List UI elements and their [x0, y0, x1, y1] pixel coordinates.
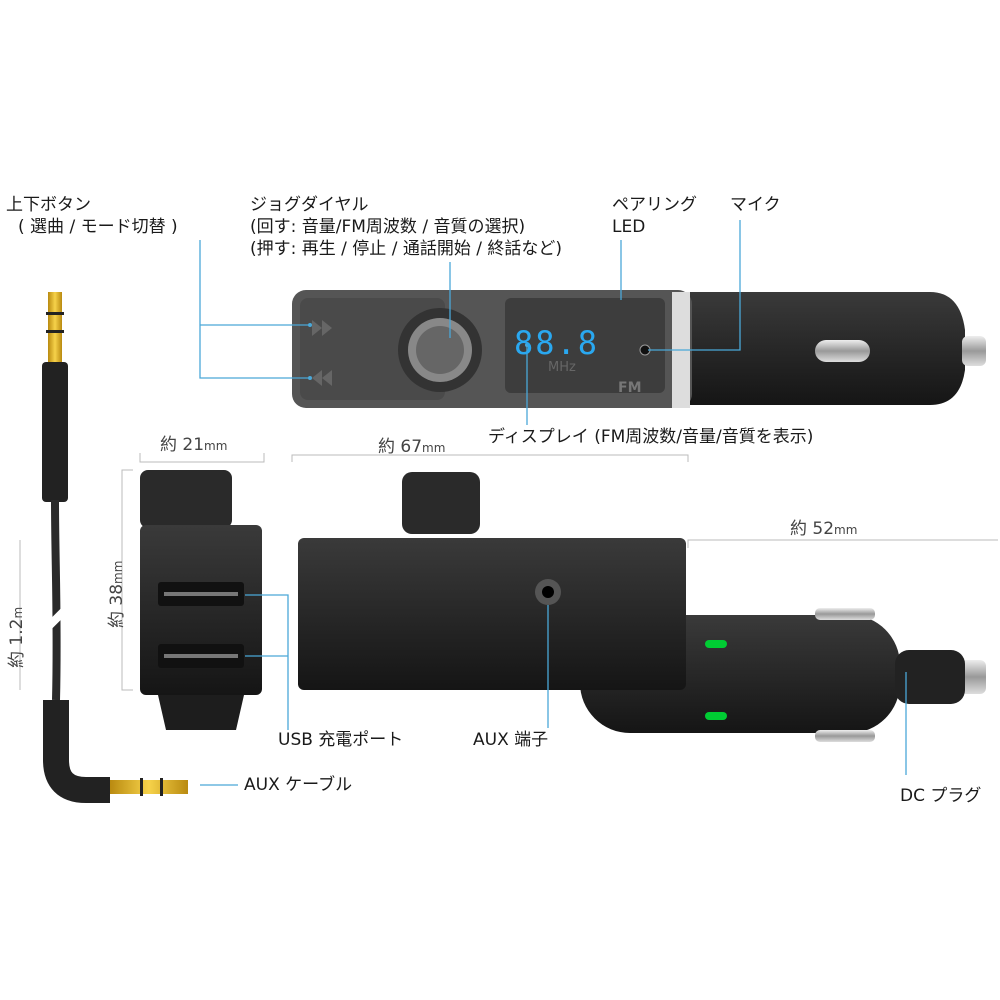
display-mode: FM — [618, 380, 642, 396]
leader-lines — [199, 220, 907, 786]
jog-dial-turn-desc: (回す: 音量/FM周波数 / 音質の選択) — [250, 217, 526, 237]
display-label: ディスプレイ (FM周波数/音量/音質を表示) — [488, 427, 814, 447]
dimension-height-38: 約 38mm — [107, 560, 127, 628]
pairing-led-label-2: LED — [612, 217, 646, 237]
dimension-length-52: 約 52mm — [790, 519, 858, 539]
aux-cable-label: AUX ケーブル — [244, 775, 353, 795]
dimension-width-21: 約 21mm — [160, 435, 228, 455]
jog-dial-press-desc: (押す: 再生 / 停止 / 通話開始 / 終話など) — [250, 239, 563, 259]
usb-port-label: USB 充電ポート — [278, 730, 404, 750]
aux-cable-illustration — [32, 292, 188, 803]
pairing-led-label: ペアリング — [612, 195, 697, 215]
jog-dial-label: ジョグダイヤル — [250, 195, 369, 215]
aux-port-label: AUX 端子 — [473, 730, 549, 750]
dimension-lines — [19, 453, 998, 691]
updown-button-label: 上下ボタン — [6, 195, 91, 215]
mic-label: マイク — [730, 195, 781, 215]
dimension-cable-length: 約 1.2m — [7, 606, 27, 668]
device-top-view — [292, 290, 986, 408]
dc-plug-label: DC プラグ — [900, 786, 982, 806]
display-unit: MHz — [548, 360, 576, 375]
device-side-view — [140, 470, 262, 730]
updown-button-desc: ( 選曲 / モード切替 ) — [18, 217, 178, 237]
display-frequency: 88.8 — [514, 324, 600, 362]
device-front-view — [298, 472, 986, 742]
dimension-length-67: 約 67mm — [378, 437, 446, 457]
